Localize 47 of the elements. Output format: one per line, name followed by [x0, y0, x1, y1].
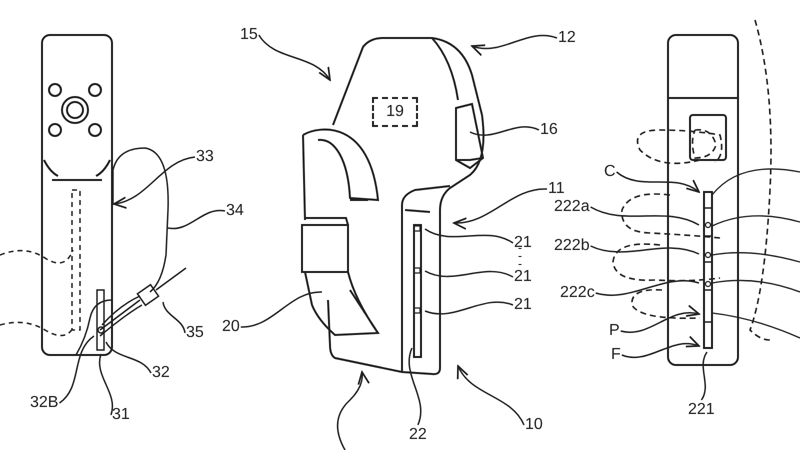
reference-numeral: 21: [514, 268, 532, 286]
leader-line: [162, 302, 186, 334]
reference-numeral: 21: [514, 296, 532, 314]
reference-numeral: F: [611, 346, 621, 364]
dashed-component-box: 19: [372, 97, 418, 127]
leader-arrow: [258, 34, 331, 81]
leader-line: [408, 348, 422, 426]
leader-line: [168, 210, 226, 230]
leader-arrow: [622, 336, 700, 358]
reference-numeral: 22: [409, 426, 427, 444]
reference-numeral: 35: [186, 324, 204, 342]
leader-line: [59, 335, 94, 404]
leader-arrow: [113, 156, 196, 208]
leader-line: [596, 280, 700, 296]
leader-arrow: [453, 188, 548, 229]
leader-line: [424, 301, 514, 315]
leader-arrow: [457, 365, 525, 426]
reference-numeral: 10: [525, 416, 543, 434]
leader-arrow: [620, 306, 700, 333]
leader-line: [590, 245, 700, 255]
reference-numeral: 34: [226, 202, 244, 220]
reference-numeral: 32B: [30, 394, 58, 412]
reference-numeral: 12: [558, 29, 576, 47]
leader-line: [424, 270, 514, 278]
reference-numeral: 21: [514, 234, 532, 252]
reference-numeral: 222a: [554, 198, 590, 216]
leader-line: [470, 126, 540, 136]
reference-numeral: 222c: [560, 284, 595, 302]
leader-line: [105, 342, 152, 374]
reference-numeral: 32: [152, 364, 170, 382]
leader-arrow: [616, 171, 700, 193]
reference-numeral: C: [604, 163, 616, 181]
leader-line: [424, 228, 514, 244]
reference-numeral: 222b: [554, 237, 590, 255]
leader-arrow: [471, 34, 558, 56]
reference-numeral: 221: [688, 401, 715, 419]
leader-line: [590, 206, 700, 226]
reference-numeral: P: [609, 322, 620, 340]
reference-numeral: 11: [548, 180, 565, 198]
leader-line: [700, 352, 708, 400]
reference-numeral: 16: [540, 121, 558, 139]
leader-line: [98, 354, 114, 416]
reference-numeral: 33: [196, 148, 214, 166]
reference-numeral: 31: [112, 406, 130, 424]
reference-numeral: 15: [240, 26, 258, 44]
leader-line: [240, 291, 322, 328]
reference-numeral: 20: [222, 318, 240, 336]
